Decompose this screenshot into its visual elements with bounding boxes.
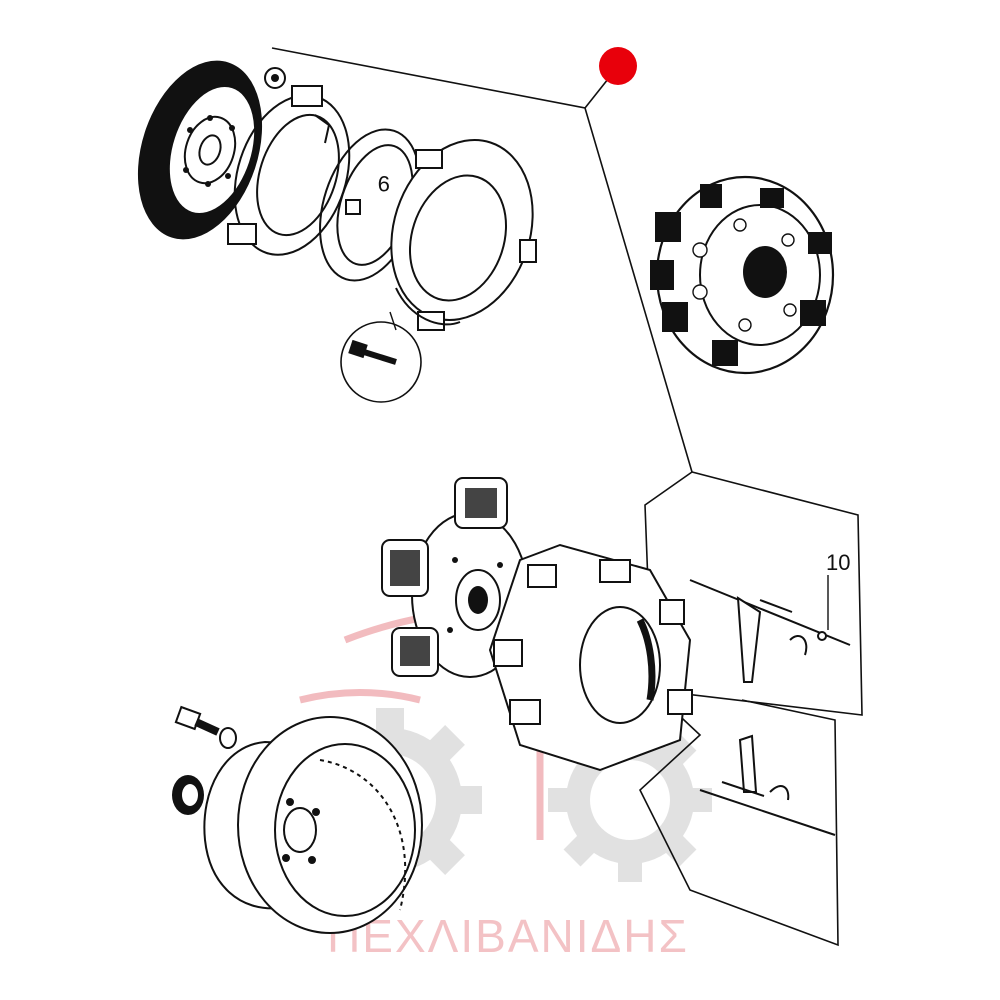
watermark-text: ΠΕΧΛΙΒΑΝΙΔΗΣ — [327, 910, 689, 962]
mounting-bolt — [174, 705, 237, 749]
leader-lines — [271, 47, 863, 947]
bolt-detail-circle — [340, 311, 422, 403]
callout-marker-dot[interactable] — [599, 47, 637, 85]
assembled-clutch-unit — [650, 175, 835, 375]
callout-label-10: 10 — [826, 550, 850, 575]
clutch-cover-housing — [390, 139, 537, 331]
release-lever-detail — [699, 734, 836, 836]
clutch-friction-disc — [137, 60, 286, 240]
callout-label-9: 9 — [378, 171, 390, 196]
pilot-bearing — [172, 775, 204, 815]
release-lever-assembly — [689, 575, 851, 683]
engine-flywheel — [203, 716, 423, 934]
clutch-spring-housing — [488, 543, 693, 772]
